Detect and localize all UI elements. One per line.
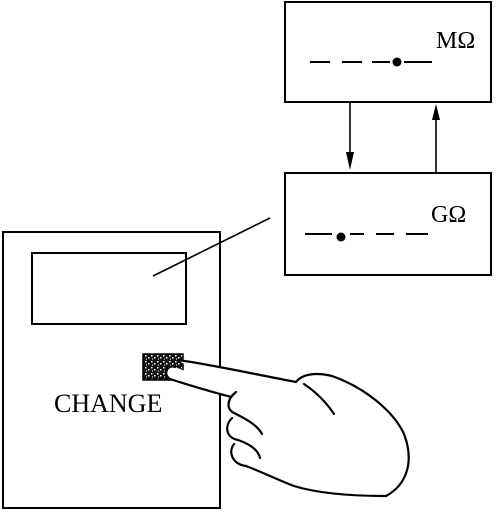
lower-display-frame <box>284 172 492 276</box>
lower-decimal-dot <box>336 232 346 242</box>
meter-device: CHANGE <box>2 231 221 509</box>
upper-unit-label: MΩ <box>436 28 475 54</box>
range-switch-arrows <box>346 103 440 172</box>
arrow-up-icon <box>432 104 440 172</box>
lower-display-panel: GΩ <box>284 172 492 276</box>
pointing-hand-icon <box>165 358 410 498</box>
upper-display-frame <box>284 1 492 103</box>
meter-body <box>2 231 221 509</box>
callout-leader-line <box>152 217 271 277</box>
change-button-label: CHANGE <box>54 389 162 418</box>
meter-screen <box>31 252 187 325</box>
lower-unit-label: GΩ <box>431 202 466 228</box>
arrow-down-icon <box>346 103 354 170</box>
upper-display-panel: MΩ <box>284 1 492 103</box>
upper-decimal-dot <box>392 57 402 67</box>
